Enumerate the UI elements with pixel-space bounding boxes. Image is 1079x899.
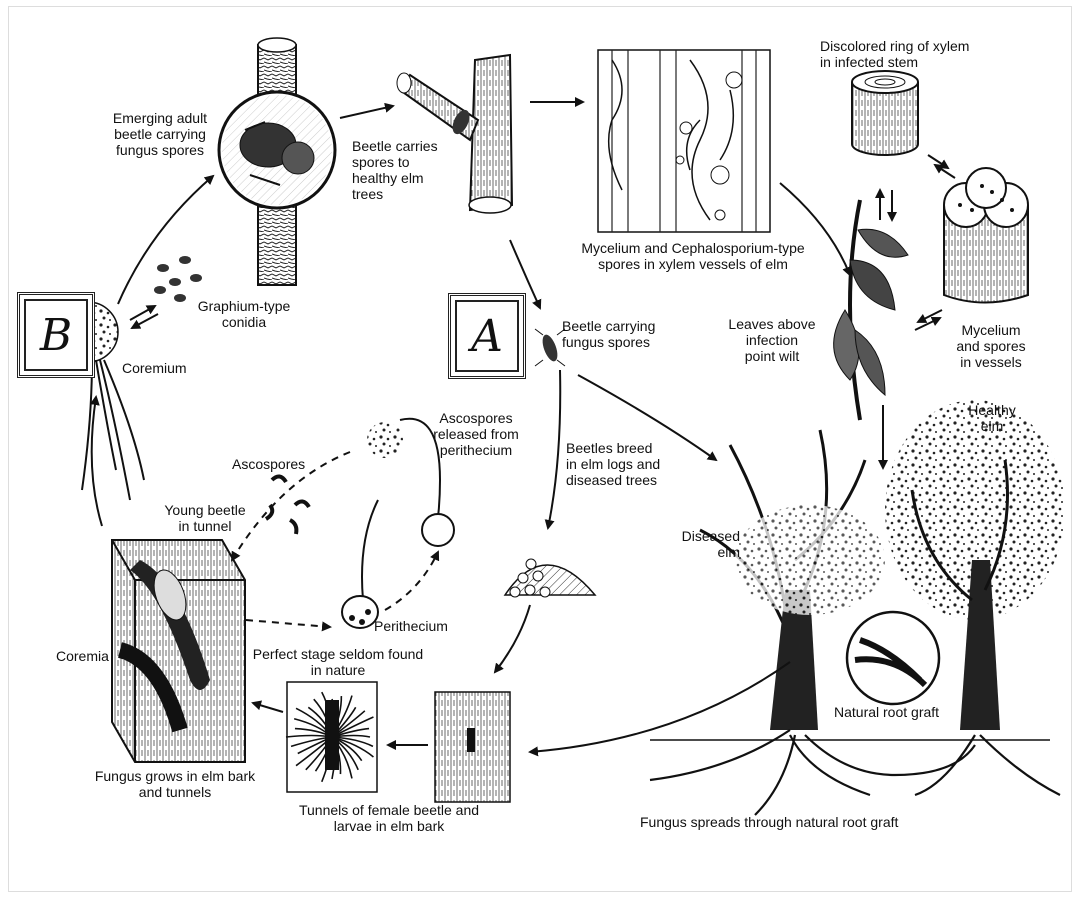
label-beetle-carrying: Beetle carrying fungus spores xyxy=(562,318,682,350)
label-mycelium-vessels: Mycelium and spores in vessels xyxy=(944,322,1038,370)
label-leaves-wilt: Leaves above infection point wilt xyxy=(720,316,824,364)
small-beetle xyxy=(535,329,565,366)
label-fungus-spreads: Fungus spreads through natural root graf… xyxy=(640,814,960,830)
elm-log-pile xyxy=(505,559,595,597)
badge-a: A xyxy=(448,293,526,379)
wilted-leaves xyxy=(834,200,908,420)
label-ascospores: Ascospores xyxy=(232,456,322,472)
gallery-panel xyxy=(286,682,377,792)
label-graphium-conidia: Graphium-type conidia xyxy=(188,298,300,330)
label-perfect-stage: Perfect stage seldom found in nature xyxy=(240,646,436,678)
label-tunnels-female: Tunnels of female beetle and larvae in e… xyxy=(286,802,492,834)
label-coremia: Coremia xyxy=(56,648,136,664)
label-discolored-ring: Discolored ring of xylem in infected ste… xyxy=(820,38,1020,70)
discolored-stem xyxy=(852,71,918,155)
label-beetles-breed: Beetles breed in elm logs and diseased t… xyxy=(566,440,692,488)
emerging-beetle-log xyxy=(219,38,335,285)
vessel-cross-section xyxy=(944,168,1028,303)
label-fungus-grows: Fungus grows in elm bark and tunnels xyxy=(82,768,268,800)
badge-a-letter: A xyxy=(471,311,503,362)
label-coremium: Coremium xyxy=(122,360,212,376)
bark-panel xyxy=(435,692,510,802)
label-beetle-carries: Beetle carries spores to healthy elm tre… xyxy=(352,138,462,202)
label-perithecium: Perithecium xyxy=(374,618,474,634)
badge-b: B xyxy=(17,292,95,378)
label-mycelium-xylem: Mycelium and Cephalosporium-type spores … xyxy=(562,240,824,272)
graphium-conidia xyxy=(154,256,202,302)
badge-b-letter: B xyxy=(40,310,72,361)
xylem-vessels-panel xyxy=(598,50,770,232)
label-emerging-beetle: Emerging adult beetle carrying fungus sp… xyxy=(100,110,220,158)
label-diseased-elm: Diseased elm xyxy=(660,528,740,560)
label-healthy-elm: Healthy elm xyxy=(960,402,1024,434)
label-young-beetle: Young beetle in tunnel xyxy=(150,502,260,534)
label-natural-root-graft: Natural root graft xyxy=(834,704,974,720)
label-ascospores-released: Ascospores released from perithecium xyxy=(406,410,546,458)
